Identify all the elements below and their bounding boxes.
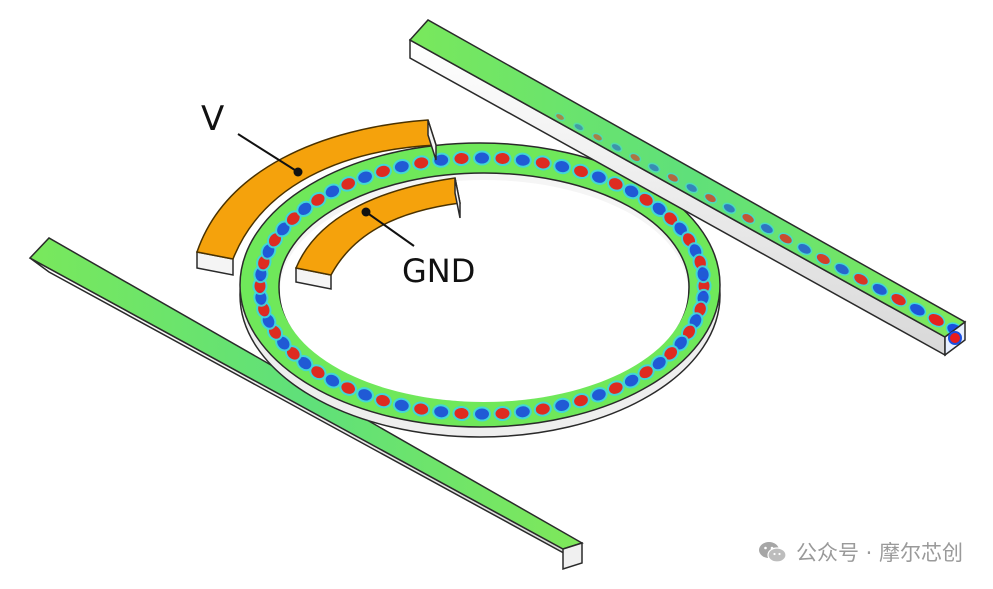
leader-line-voltage — [237, 133, 299, 173]
ring-field-lobe — [473, 406, 491, 422]
ring-field-lobe — [493, 405, 512, 422]
bus-waveguide-mode-profile — [948, 331, 962, 345]
ring-field-lobe — [533, 401, 552, 417]
bus-field-lobe — [852, 272, 870, 287]
bus-field-lobe — [834, 262, 851, 276]
ring-field-lobe — [572, 163, 590, 180]
bus-field-lobe — [647, 162, 661, 173]
bus-field-lobe — [890, 292, 908, 307]
label-ground: GND — [361, 207, 475, 290]
ring-field-lobe — [374, 163, 392, 180]
ring-field-lobe — [432, 404, 451, 420]
ring-field-lobe — [590, 169, 608, 185]
watermark: 公众号 · 摩尔芯创 — [758, 537, 963, 567]
watermark-text: 公众号 · 摩尔芯创 — [795, 541, 963, 565]
ring-field-lobe — [622, 372, 641, 389]
bus-waveguide-right — [408, 19, 967, 357]
ring-field-lobe — [473, 150, 491, 166]
ring-field-lobe — [356, 169, 374, 185]
ring-field-lobe — [452, 150, 471, 167]
electrode-voltage — [196, 119, 438, 276]
ring-field-lobe — [392, 397, 411, 413]
bus-waveguide-left-end — [562, 541, 583, 571]
bus-field-lobe — [740, 212, 756, 225]
ring-field-lobe — [339, 380, 357, 396]
ring-field-lobe — [323, 183, 342, 200]
ring-field-lobe — [533, 155, 552, 171]
ring-field-lobe — [432, 152, 451, 168]
leader-dot-voltage — [293, 167, 303, 177]
ring-field-lobe — [412, 155, 431, 171]
ring-field-lobe — [412, 401, 431, 417]
ring-field-lobe — [513, 152, 532, 168]
ring-field-lobe — [553, 159, 572, 175]
bus-field-lobe — [610, 142, 623, 153]
bus-field-lobe — [666, 172, 680, 184]
bus-field-lobe — [722, 202, 737, 215]
ring-field-lobe — [695, 265, 711, 284]
label-voltage: V — [201, 99, 303, 177]
bus-field-lobe — [685, 182, 699, 194]
label-voltage-text: V — [201, 99, 224, 139]
ring-hole — [280, 180, 688, 402]
bus-field-lobe — [759, 222, 775, 235]
bus-field-lobe — [796, 242, 813, 256]
bus-field-lobe — [629, 152, 642, 163]
electrode-ground-end — [454, 177, 461, 219]
bus-field-lobe — [591, 132, 604, 142]
bus-field-lobe — [908, 302, 927, 317]
ring-field-lobe — [339, 176, 357, 192]
ring-field-lobes — [252, 150, 712, 422]
ring-field-lobe — [607, 176, 625, 192]
bus-field-lobe — [871, 282, 889, 297]
label-ground-text: GND — [402, 252, 475, 290]
ring-field-lobe — [356, 387, 374, 403]
ring-field-lobe — [590, 387, 608, 403]
ring-field-lobe — [513, 404, 532, 420]
ring-field-lobe — [392, 159, 411, 175]
leader-line-ground — [365, 211, 415, 247]
electrode-ground — [294, 177, 461, 290]
electrode-voltage-end — [427, 119, 437, 161]
bus-field-lobe — [703, 192, 718, 204]
bus-field-lobe — [927, 312, 946, 328]
ring-field-lobe — [572, 392, 590, 409]
leader-dot-ground — [361, 207, 371, 217]
bus-field-lobe — [573, 122, 585, 132]
ring-field-lobe — [607, 380, 625, 396]
bus-field-lobe — [815, 252, 832, 266]
ring-field-lobe — [374, 392, 392, 409]
ring-field-lobe — [553, 397, 572, 413]
ring-field-lobe — [452, 405, 471, 422]
bus-field-lobe — [554, 112, 566, 122]
ring-field-lobe — [493, 150, 512, 167]
bus-field-lobe — [778, 232, 794, 245]
wechat-icon — [758, 542, 787, 563]
